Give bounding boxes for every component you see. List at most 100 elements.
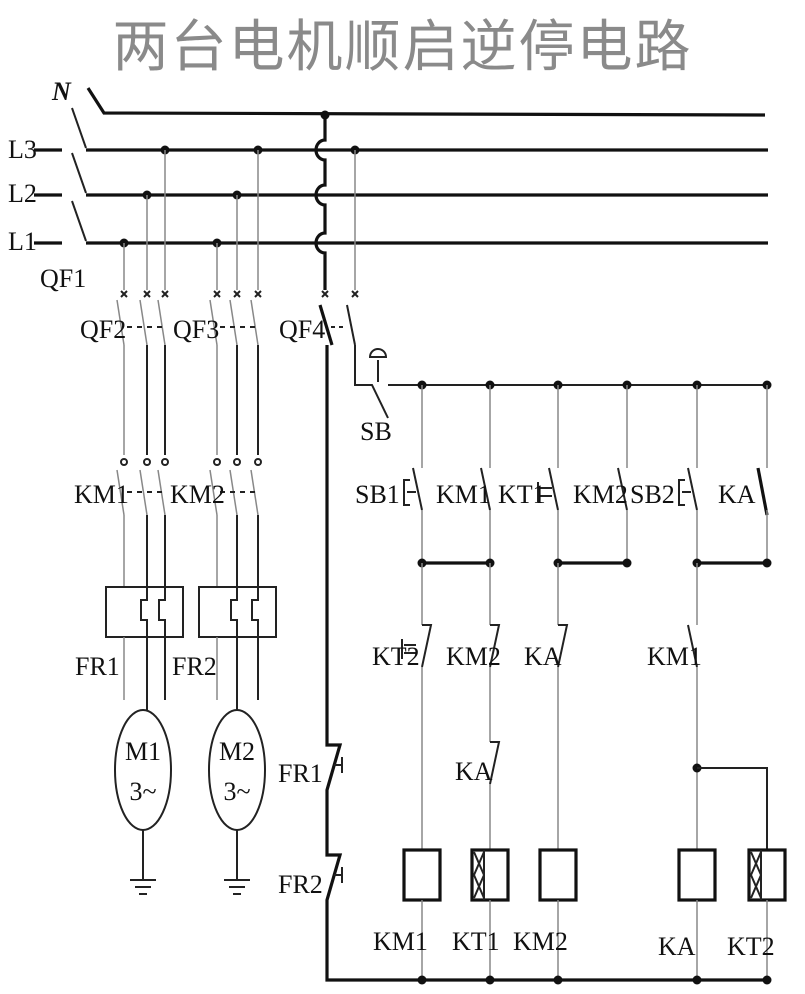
label-kt2-contact: KT2: [372, 642, 420, 671]
label-m2-phase: 3~: [223, 777, 250, 806]
heater-element: [230, 587, 238, 637]
label-l2: L2: [8, 179, 37, 208]
no-contact: [412, 467, 423, 511]
label-l1: L1: [8, 227, 37, 256]
junction-dot: [417, 975, 427, 985]
label-m1-phase: 3~: [129, 777, 156, 806]
km-pole: [116, 469, 125, 516]
fr-link: [334, 757, 343, 773]
label-sb2: SB2: [630, 480, 675, 509]
heater-element: [140, 587, 148, 637]
label-l3: L3: [8, 135, 37, 164]
qf-pole: [229, 299, 238, 346]
label-km2-main: KM2: [170, 480, 225, 509]
label-coil-ka: KA: [658, 932, 696, 961]
label-km2-nc: KM2: [446, 642, 501, 671]
km-pole: [139, 469, 148, 516]
contact-terminal: [143, 458, 151, 466]
label-qf3: QF3: [173, 315, 219, 344]
junction-dot: [485, 975, 495, 985]
label-sb: SB: [360, 417, 392, 446]
label-kt1-contact: KT1: [498, 480, 546, 509]
junction-dot: [320, 110, 330, 120]
junction-dot: [553, 975, 563, 985]
label-qf4: QF4: [279, 315, 325, 344]
label-qf1: QF1: [40, 264, 86, 293]
breaker-x: [143, 290, 151, 298]
coil: [677, 848, 717, 902]
breaker-x: [254, 290, 262, 298]
junction-dot: [692, 975, 702, 985]
breaker-x: [233, 290, 241, 298]
no-contact: [617, 467, 628, 511]
time-relay-icon: [749, 850, 763, 900]
coil: [538, 848, 578, 902]
nc-contact: [557, 624, 569, 668]
breaker-x: [161, 290, 169, 298]
n-line: [86, 87, 766, 117]
pushbutton-icon: [368, 348, 388, 358]
label-fr1-main: FR1: [75, 652, 120, 681]
no-contact: [687, 467, 698, 511]
sb2-button: [678, 479, 691, 506]
contact-terminal: [161, 458, 169, 466]
label-km2-contact: KM2: [573, 480, 628, 509]
thermal-relay-box: [105, 586, 184, 638]
ka-no-contact: [756, 467, 769, 516]
label-n: N: [51, 77, 72, 106]
no-contact: [548, 467, 559, 511]
label-m2: M2: [219, 737, 255, 766]
heater-element: [251, 587, 259, 637]
breaker-x: [120, 290, 128, 298]
coil: [402, 848, 442, 902]
n-control-wire: [314, 115, 327, 290]
qf4-pole: [318, 304, 334, 346]
label-coil-km1: KM1: [373, 927, 428, 956]
junction-dot: [622, 558, 632, 568]
kt2-branch: [697, 767, 768, 850]
label-ka-nc: KA: [524, 642, 562, 671]
nc-contact: [489, 741, 501, 785]
label-fr2-contact: FR2: [278, 870, 323, 899]
control-return: [325, 345, 768, 982]
no-contact: [687, 624, 698, 668]
junction-dot: [762, 975, 772, 985]
qf-pole: [157, 299, 166, 346]
label-km1-main: KM1: [74, 480, 129, 509]
label-fr2-main: FR2: [172, 652, 217, 681]
wires: [34, 87, 787, 985]
label-coil-kt2: KT2: [727, 932, 775, 961]
l1-qf1-pole: [71, 200, 87, 242]
label-coil-kt1: KT1: [452, 927, 500, 956]
label-qf2: QF2: [80, 315, 126, 344]
fr-link: [334, 867, 343, 883]
sb-stop-button: [354, 345, 768, 419]
contact-terminal: [120, 458, 128, 466]
kt2-delay-icon: [401, 639, 416, 659]
label-km1-nc: KM1: [436, 480, 491, 509]
label-ka-contact: KA: [718, 480, 756, 509]
label-m1: M1: [125, 737, 161, 766]
label-sb1: SB1: [355, 480, 400, 509]
l3-qf1-pole: [71, 107, 87, 149]
qf-pole: [209, 299, 218, 346]
nc-contact: [489, 624, 501, 668]
kt1-delay-icon: [537, 482, 552, 502]
contact-terminal: [213, 458, 221, 466]
breaker-x: [213, 290, 221, 298]
contact-terminal: [233, 458, 241, 466]
qf-pole: [250, 299, 259, 346]
km-pole: [209, 469, 218, 516]
qf-pole: [116, 299, 125, 346]
label-fr1-contact: FR1: [278, 759, 323, 788]
label-km1-no: KM1: [647, 642, 702, 671]
no-contact: [480, 467, 491, 511]
nc-contact: [421, 624, 433, 668]
junction-dot: [762, 558, 772, 568]
diagram-title: 两台电机顺启逆停电路: [112, 15, 693, 80]
label-coil-km2: KM2: [513, 927, 568, 956]
labels: N L3 L2 L1 QF1 QF2 QF3 QF4 KM1 KM2 FR1 F…: [8, 77, 775, 961]
motor-1: [114, 709, 172, 831]
label-ka-nc-2: KA: [455, 757, 493, 786]
